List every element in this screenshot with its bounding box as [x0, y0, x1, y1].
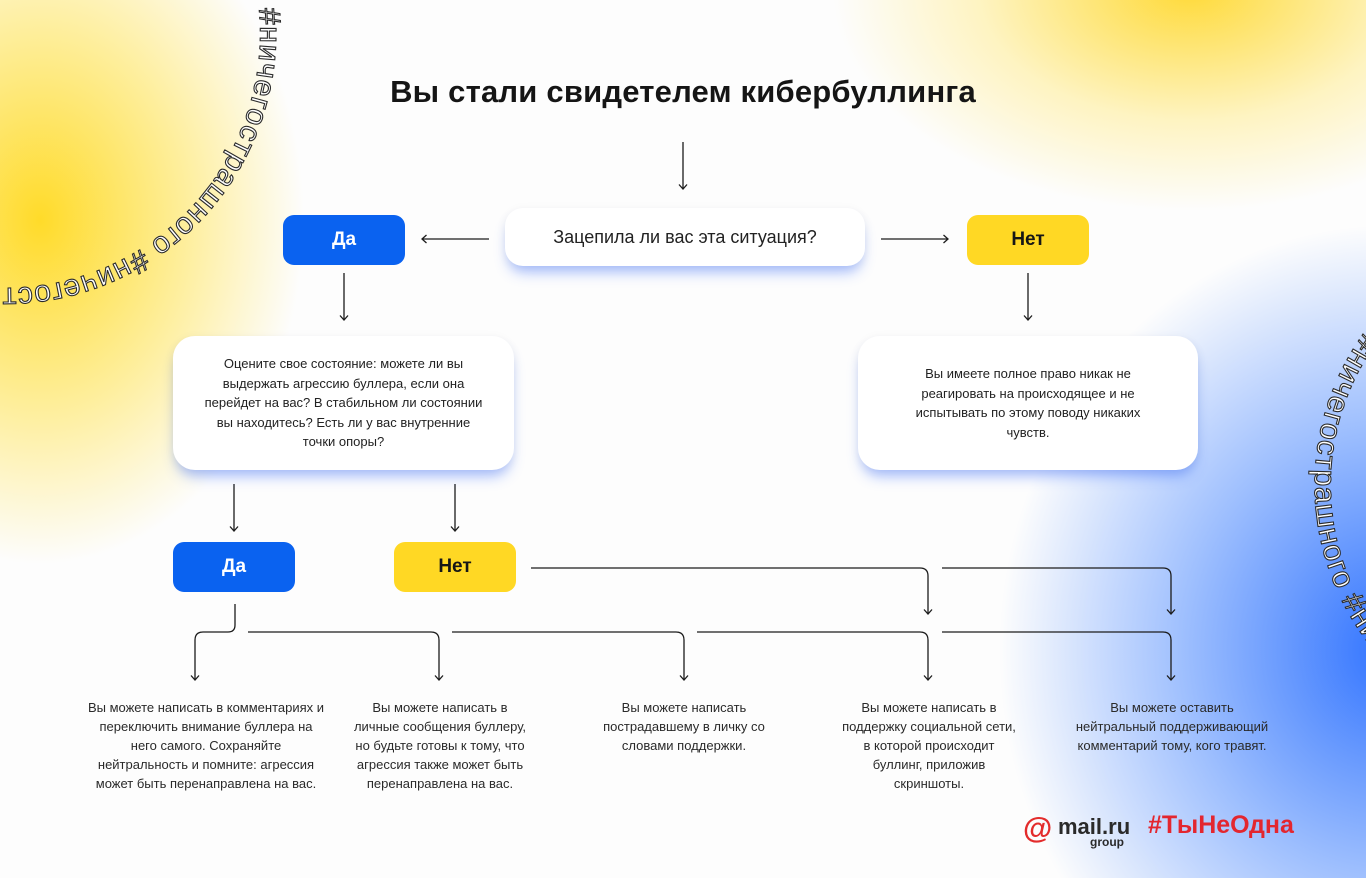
at-icon: @: [1023, 812, 1053, 845]
state-yes-node: Да: [173, 542, 295, 592]
campaign-hashtag: #ТыНеОдна: [1148, 811, 1294, 839]
action-private-message: Вы можете написать в личные сообщения бу…: [353, 700, 527, 791]
state-no-node: Нет: [394, 542, 516, 592]
action-neutral-comment: Вы можете оставить нейтральный поддержив…: [1075, 700, 1269, 753]
action-comment: Вы можете написать в комментариях и пере…: [87, 700, 325, 791]
no-node: Нет: [967, 215, 1089, 265]
question-node: Зацепила ли вас эта ситуация?: [505, 208, 865, 266]
action-support-victim: Вы можете написать пострадавшему в личку…: [603, 700, 765, 753]
action-report-platform: Вы можете написать в поддержку социально…: [842, 700, 1016, 791]
logo-name: mail.ru: [1058, 814, 1131, 839]
page-title: Вы стали свидетелем кибербуллинга: [390, 74, 976, 109]
yes-node: Да: [283, 215, 405, 265]
state-question-node: Оцените свое состояние: можете ли вы выд…: [173, 336, 514, 470]
logo-sub: group: [1090, 835, 1124, 849]
no-reaction-node: Вы имеете полное право никак не реагиров…: [858, 336, 1198, 470]
